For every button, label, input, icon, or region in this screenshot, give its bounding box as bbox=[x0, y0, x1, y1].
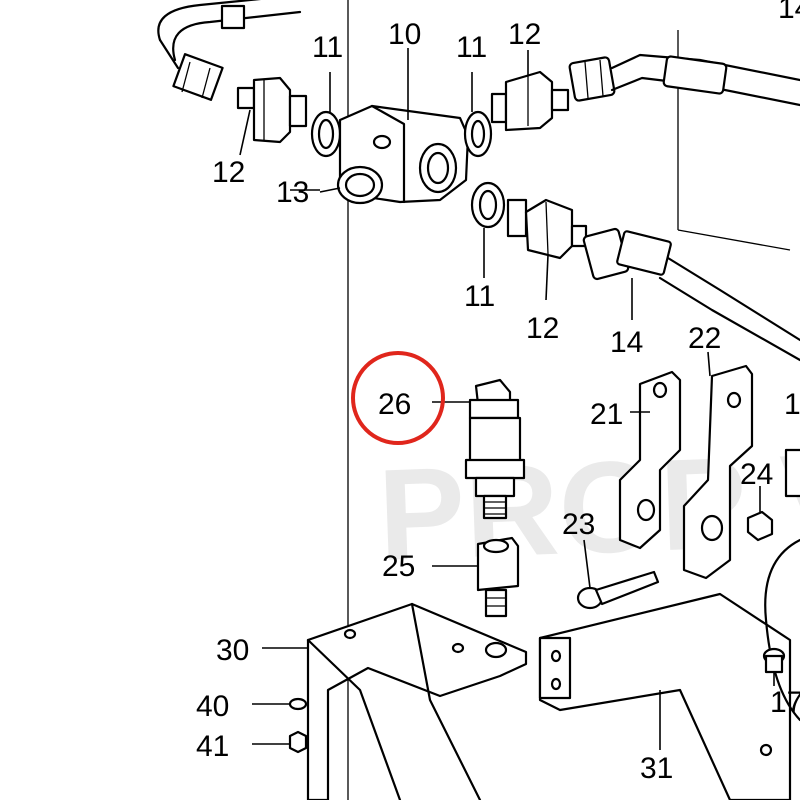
label-10: 10 bbox=[388, 18, 421, 51]
pipe-top-left bbox=[157, 0, 302, 101]
label-11c: 11 bbox=[464, 280, 495, 313]
label-24: 24 bbox=[740, 458, 773, 491]
label-14a: 14 bbox=[778, 0, 800, 25]
label-31: 31 bbox=[640, 752, 673, 785]
fitting-right-edge bbox=[784, 448, 800, 498]
label-23: 23 bbox=[562, 508, 595, 541]
label-30: 30 bbox=[216, 634, 249, 667]
washer-11-lower bbox=[470, 181, 506, 278]
washer-11-right bbox=[463, 72, 493, 158]
round-part-right bbox=[764, 538, 800, 722]
fitting-12-lower bbox=[506, 198, 588, 301]
t-block-10 bbox=[319, 48, 470, 205]
bracket-21 bbox=[618, 370, 682, 550]
bracket-31 bbox=[538, 592, 792, 800]
label-26: 26 bbox=[378, 388, 411, 421]
label-14b: 14 bbox=[610, 326, 643, 359]
highlight-circle bbox=[351, 351, 445, 445]
label-40: 40 bbox=[196, 690, 229, 723]
nut-24 bbox=[746, 486, 774, 542]
pressure-switch-26 bbox=[432, 378, 526, 520]
adapter-25 bbox=[432, 536, 520, 618]
bolt-23 bbox=[576, 539, 660, 610]
washer-11-left bbox=[310, 72, 342, 158]
label-22: 22 bbox=[688, 322, 721, 355]
nut-41 bbox=[252, 730, 308, 754]
label-21: 21 bbox=[590, 398, 623, 431]
screw-17 bbox=[762, 647, 786, 686]
label-11b: 11 bbox=[456, 31, 487, 64]
bracket-22 bbox=[682, 351, 754, 580]
label-11a: 11 bbox=[312, 31, 343, 64]
label-12a: 12 bbox=[508, 18, 541, 51]
label-41: 41 bbox=[196, 730, 229, 763]
label-1x: 1 bbox=[784, 388, 800, 421]
label-13: 13 bbox=[276, 176, 309, 209]
label-12b: 12 bbox=[212, 156, 245, 189]
part-labels: 10 11 11 12 14 12 13 11 12 14 22 1 26 21… bbox=[196, 0, 800, 785]
label-12c: 12 bbox=[526, 312, 559, 345]
label-25: 25 bbox=[382, 550, 415, 583]
fitting-12-left bbox=[236, 76, 308, 156]
label-17: 17 bbox=[770, 686, 800, 719]
pipe-top-right bbox=[568, 53, 800, 107]
pipe-14-mid bbox=[582, 227, 800, 362]
washer-40 bbox=[252, 697, 308, 711]
fitting-12-top bbox=[490, 50, 570, 132]
bracket-30 bbox=[262, 602, 528, 800]
